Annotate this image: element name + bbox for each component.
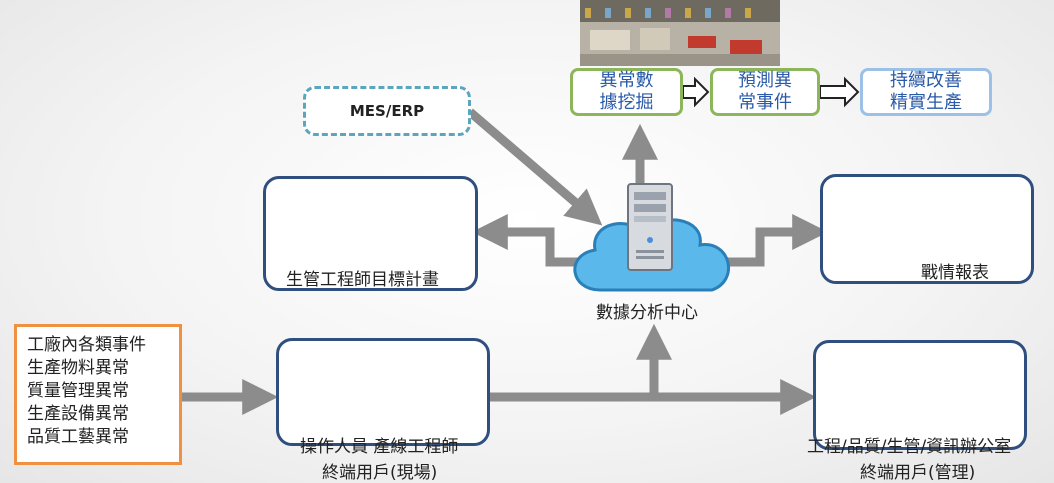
factory-photo xyxy=(580,0,780,66)
factory-events-box: 工廠內各類事件 生產物料異常 質量管理異常 生產設備異常 品質工藝異常 xyxy=(14,324,182,465)
arrow-predict-to-improve xyxy=(819,76,860,108)
mes-erp-box: MES/ERP xyxy=(303,86,471,136)
management-box xyxy=(813,340,1027,450)
operators-subtitle: 終端用戶(現場) xyxy=(322,463,438,483)
mes-erp-label: MES/ERP xyxy=(349,102,425,120)
anomaly-mining-line1: 異常數 xyxy=(599,70,654,91)
planner-box xyxy=(263,176,478,291)
management-subtitle: 終端用戶(管理) xyxy=(860,463,976,483)
event-item: 品質工藝異常 xyxy=(27,427,129,447)
arrow-center-to-report xyxy=(700,214,829,267)
predict-events-line2: 常事件 xyxy=(738,92,792,113)
planner-label: 生管工程師目標計畫 xyxy=(286,270,439,290)
arrow-mining-to-predict xyxy=(682,76,710,108)
report-box xyxy=(820,174,1034,284)
event-item: 生產物料異常 xyxy=(27,358,129,378)
arrow-mes-to-center xyxy=(467,108,603,226)
anomaly-mining-line2: 據挖掘 xyxy=(599,92,654,113)
predict-events-box: 預測異 常事件 xyxy=(710,68,820,116)
improvement-box: 持續改善 精實生產 xyxy=(860,68,992,116)
server-icon xyxy=(627,183,673,271)
improvement-line1: 持續改善 xyxy=(890,70,962,91)
event-item: 工廠內各類事件 xyxy=(27,335,146,355)
predict-events-line1: 預測異 xyxy=(738,70,792,91)
operators-title: 操作人員 產線工程師 xyxy=(300,437,459,457)
data-center-label: 數據分析中心 xyxy=(596,303,698,323)
report-label: 戰情報表 xyxy=(921,263,989,283)
anomaly-mining-box: 異常數 據挖掘 xyxy=(570,68,683,116)
event-item: 生產設備異常 xyxy=(27,404,129,424)
improvement-line2: 精實生產 xyxy=(890,92,962,113)
management-title: 工程/品質/生管/資訊辦公室 xyxy=(807,437,1012,457)
event-item: 質量管理異常 xyxy=(27,381,129,401)
operators-box xyxy=(276,338,490,446)
